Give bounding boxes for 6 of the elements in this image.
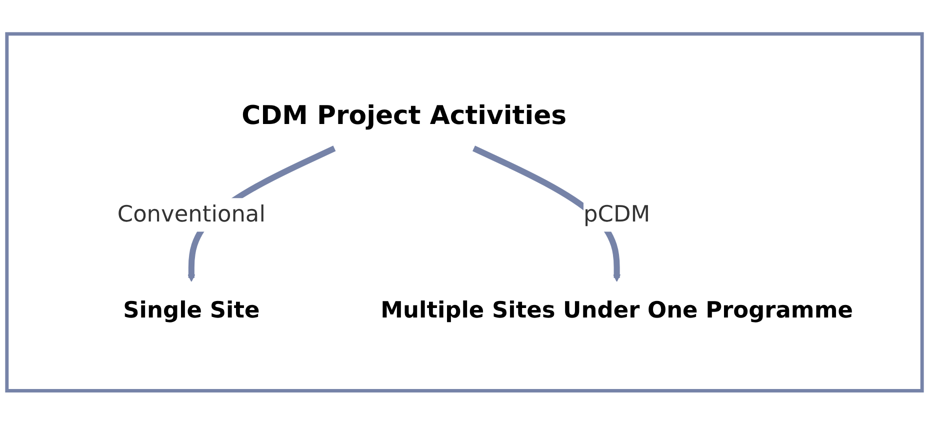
- node-text: Single Site: [123, 298, 260, 324]
- edge-label: Conventional: [117, 202, 266, 228]
- edge-label: pCDM: [583, 202, 650, 228]
- node-text: CDM Project Activities: [242, 101, 567, 132]
- cluster: [5, 32, 924, 393]
- node-text: Multiple Sites Under One Programme: [380, 298, 853, 324]
